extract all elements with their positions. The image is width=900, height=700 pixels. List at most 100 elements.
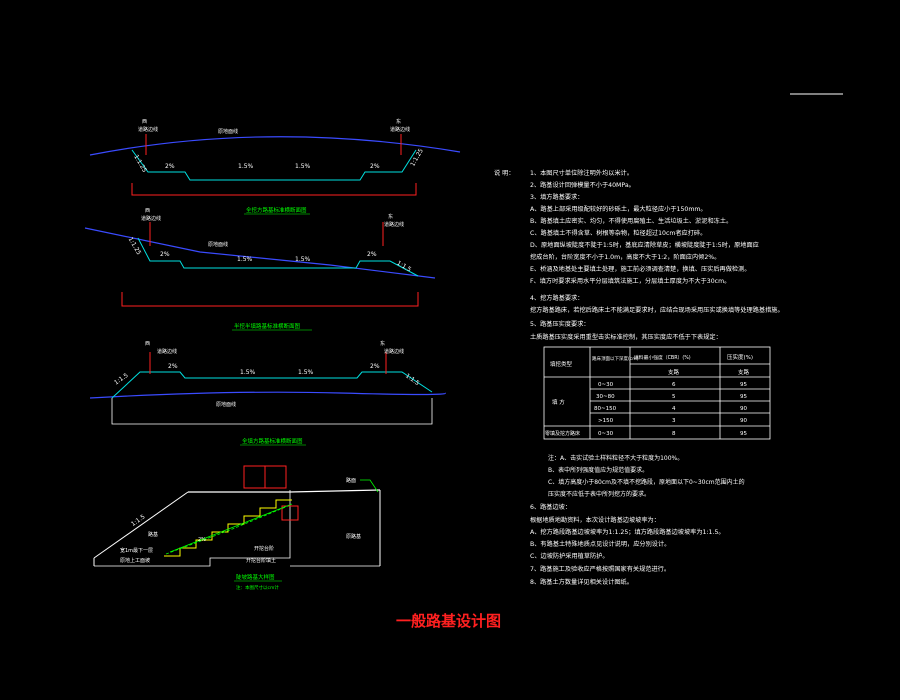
drawing-title: 一般路基设计图 xyxy=(396,612,501,630)
section-full-cut: 西 道路边线 东 道路边线 原地面线 1:1.25 1:1.25 2% 1.5%… xyxy=(89,118,461,215)
road-line-3 xyxy=(111,371,433,399)
table-row-3-c1: 80~150 xyxy=(594,406,617,412)
detail-ground xyxy=(94,490,291,567)
table-header-2: 路床顶面以下深度(cm) xyxy=(592,355,639,362)
note-item-4: A、路基上部采用级配较好的砂砾土，最大粒径应小于150mm。 xyxy=(530,205,707,213)
note-item-14: 土质路基压实度采用重型击实标准控制，其压实度应不低于下表规定： xyxy=(530,333,722,341)
left-label-3a: 西 xyxy=(145,341,150,347)
detail-right-label-3: 开挖台阶填土 xyxy=(246,557,276,564)
note2-item-4: B、有路基土特殊地质点见设计说明，应分别设计。 xyxy=(530,540,670,548)
ground-line-2 xyxy=(84,227,436,279)
note2-item-3: A、挖方路段路基边坡坡率为1:1.25；填方路段路基边坡坡率为1:1.5。 xyxy=(530,528,725,536)
table-row-5-c2: 8 xyxy=(672,431,676,437)
detail-road-edge xyxy=(360,479,379,493)
detail-steps-fill xyxy=(165,505,289,555)
note2-item-7: 8、路基土方数量详见相关设计图纸。 xyxy=(530,578,633,586)
table-header-4: 压实度(%) xyxy=(727,353,753,361)
grade-2-3: 1.5% xyxy=(295,256,311,263)
compaction-table xyxy=(543,346,771,440)
table-row-3-c3: 90 xyxy=(740,406,747,412)
table-row-4-c2: 3 xyxy=(672,418,676,424)
note-item-10: F、填方时要求采用水平分层填筑法施工，分层填土厚度为不大于30cm。 xyxy=(530,277,730,285)
right-label-3a: 东 xyxy=(380,340,385,347)
ground-label-3: 原地面线 xyxy=(216,401,236,408)
note-item-7: D、原地面纵坡陡度不陡于1:5时，基底应清除草皮；横坡陡度陡于1:5时，原地面应 xyxy=(530,241,759,249)
note-item-8: 挖成台阶，台阶宽度不小于1.0m，高度不大于1:2，阶面应内倾2%。 xyxy=(530,253,720,261)
table-header-1: 填挖类型 xyxy=(550,360,573,368)
ground-line-3 xyxy=(89,391,446,399)
table-row-4-c1: >150 xyxy=(598,418,614,424)
note-item-6: C、路基填土不得含草、树根等杂物，粒径超过10cm者应打碎。 xyxy=(530,229,706,237)
detail-left-label-3: 原地上工面坡 xyxy=(120,557,150,564)
note-item-9: E、桥涵及地基处主要填土处理，施工前必须调查清楚，换填、压实后再做检测。 xyxy=(530,265,750,273)
grade-2-4: 2% xyxy=(367,251,377,258)
table-cut-label: 零填及挖方路床 xyxy=(545,430,580,437)
footnote-2: B、表中所列强度值应为规范值要求。 xyxy=(548,466,648,474)
slope-right-3: 1:1.5 xyxy=(404,372,421,387)
footnote-3: C、填方高度小于80cm及不填不挖路段，原地面以下0~30cm范围内土的 xyxy=(548,478,745,486)
caption-2: 半挖半填路基标准横断面图 xyxy=(234,322,301,330)
detail-right-label-2: 开挖台阶 xyxy=(254,545,274,552)
ground-label-1: 原地面线 xyxy=(218,128,238,135)
note2-item-5: C、边坡防护采用植草防护。 xyxy=(530,552,609,560)
footnote-1: 注：A、击实试验土样料粒径不大于粒度为100%。 xyxy=(548,454,683,462)
grade-2-2: 1.5% xyxy=(237,256,253,263)
notes-items-2: 6、路基边坡： 根据地质地勘资料，本次设计路基边坡坡率为： A、挖方路段路基边坡… xyxy=(530,503,725,586)
right-label-1b: 道路边线 xyxy=(390,126,410,133)
table-row-1-c2: 6 xyxy=(672,382,676,388)
right-label-1a: 东 xyxy=(396,118,401,125)
left-label-2b: 道路边线 xyxy=(141,215,161,222)
boundary-3 xyxy=(111,398,433,425)
detail-left-label-1: 路基 xyxy=(148,531,158,538)
table-row-2-c2: 5 xyxy=(672,394,676,400)
notes-footnotes: 注：A、击实试验土样料粒径不大于粒度为100%。 B、表中所列强度值应为规范值要… xyxy=(548,454,745,498)
boundary-2 xyxy=(121,292,419,307)
slope-left-1: 1:1.25 xyxy=(132,154,148,174)
left-label-3b: 道路边线 xyxy=(157,348,177,355)
step-detail: 1:1.5 2% 路面 路基 宽1m最下一层 原地上工面坡 原路基 开挖台阶 开… xyxy=(93,465,381,591)
caption-3: 全填方路基标准横断面图 xyxy=(242,437,303,445)
table-row-2-c1: 30~80 xyxy=(596,394,615,400)
road-line-2 xyxy=(137,237,419,277)
section-half-cut: 西 道路边线 东 道路边线 原地面线 1:1.25 1:1.5 2% 1.5% … xyxy=(84,208,436,331)
left-label-1b: 道路边线 xyxy=(138,126,158,133)
note-item-5: B、路基填土应密实、均匀，不得使用腐殖土、生活垃圾土、淤泥和冻土。 xyxy=(530,217,732,225)
detail-red-mid xyxy=(281,505,299,521)
detail-left-label-2: 宽1m最下一层 xyxy=(120,547,153,554)
detail-caption: 陡坡路基大样图 xyxy=(236,573,275,581)
grade-1-4: 2% xyxy=(370,163,380,170)
grade-2-1: 2% xyxy=(160,251,170,258)
table-subheader-2: 支路 xyxy=(738,368,750,376)
detail-step-line xyxy=(169,503,293,553)
grade-3-2: 1.5% xyxy=(240,369,256,376)
left-label-1a: 西 xyxy=(142,119,147,125)
detail-steps xyxy=(164,499,292,557)
notes-header: 说 明： xyxy=(494,169,515,177)
table-header-3: 填料最小强度（CBR）(%) xyxy=(634,354,691,361)
grade-1-2: 1.5% xyxy=(238,163,254,170)
grade-1-1: 2% xyxy=(165,163,175,170)
footnote-4: 压实度不应低于表中所列挖方的要求。 xyxy=(548,490,650,498)
section-full-fill: 西 道路边线 东 道路边线 原地面线 1:1.5 1:1.5 2% 1.5% 1… xyxy=(89,340,446,446)
slope-right-2: 1:1.5 xyxy=(396,260,413,274)
note2-item-1: 6、路基边坡： xyxy=(530,503,571,511)
detail-slope xyxy=(93,491,189,559)
note-item-3: 3、填方路基要求： xyxy=(530,193,583,201)
detail-grade: 2% xyxy=(198,537,206,543)
ground-line-1 xyxy=(89,136,461,156)
note-item-11: 4、挖方路基要求： xyxy=(530,294,583,302)
detail-top-label: 路面 xyxy=(346,477,356,484)
note2-item-2: 根据地质地勘资料，本次设计路基边坡坡率为： xyxy=(530,516,660,524)
left-label-2a: 西 xyxy=(145,208,150,214)
grade-3-4: 2% xyxy=(370,363,380,370)
note-item-1: 1、本图尺寸单位除注明外均以米计。 xyxy=(530,169,633,177)
ground-label-2: 原地面线 xyxy=(208,241,228,248)
grade-1-3: 1.5% xyxy=(295,163,311,170)
table-row-4-c3: 90 xyxy=(740,418,747,424)
detail-top xyxy=(188,489,381,493)
table-row-5-c3: 95 xyxy=(740,431,747,437)
table-row-2-c3: 95 xyxy=(740,394,747,400)
table-row-3-c2: 4 xyxy=(672,406,676,412)
caption-1: 全挖方路基标准横断面图 xyxy=(246,206,307,214)
